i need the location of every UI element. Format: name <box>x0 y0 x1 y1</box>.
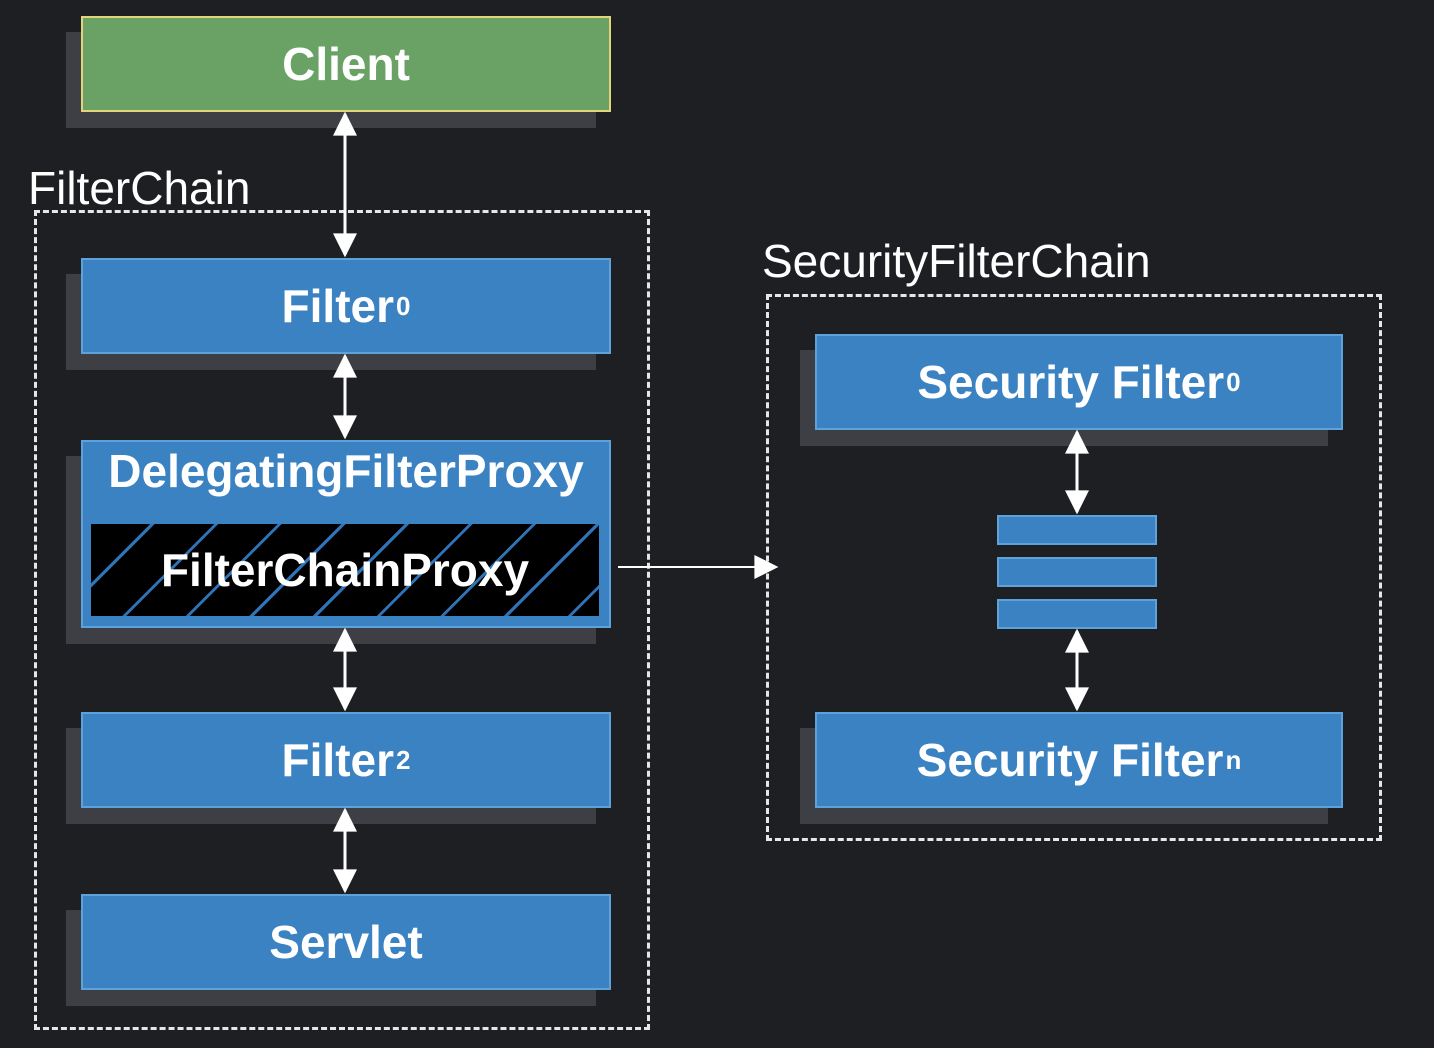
servlet-label: Servlet <box>269 916 423 968</box>
filter-stack-bar-3 <box>997 599 1157 629</box>
client-label: Client <box>282 38 410 90</box>
delegating-filter-proxy-box[interactable]: DelegatingFilterProxy FilterChainProxy <box>81 440 611 628</box>
filter2-subscript: 2 <box>396 744 411 775</box>
client-box[interactable]: Client <box>81 16 611 112</box>
servlet-box[interactable]: Servlet <box>81 894 611 990</box>
filter-stack-bar-1 <box>997 515 1157 545</box>
filter2-label: Filter <box>281 734 394 786</box>
filter0-subscript: 0 <box>396 290 411 321</box>
security-filter0-label: Security Filter <box>917 356 1225 408</box>
security-filtern-subscript: n <box>1225 744 1242 775</box>
filter0-label: Filter <box>281 280 394 332</box>
filter-chain-proxy-label: FilterChainProxy <box>160 544 530 596</box>
delegating-filter-proxy-label: DelegatingFilterProxy <box>108 445 584 497</box>
filter-chain-proxy-box[interactable]: FilterChainProxy <box>89 522 601 618</box>
security-filter-chain-label: SecurityFilterChain <box>762 235 1151 287</box>
security-filtern-label: Security Filter <box>916 734 1224 786</box>
filter-stack-bar-2 <box>997 557 1157 587</box>
filter-chain-label: FilterChain <box>28 162 251 214</box>
security-filter0-subscript: 0 <box>1226 366 1241 397</box>
